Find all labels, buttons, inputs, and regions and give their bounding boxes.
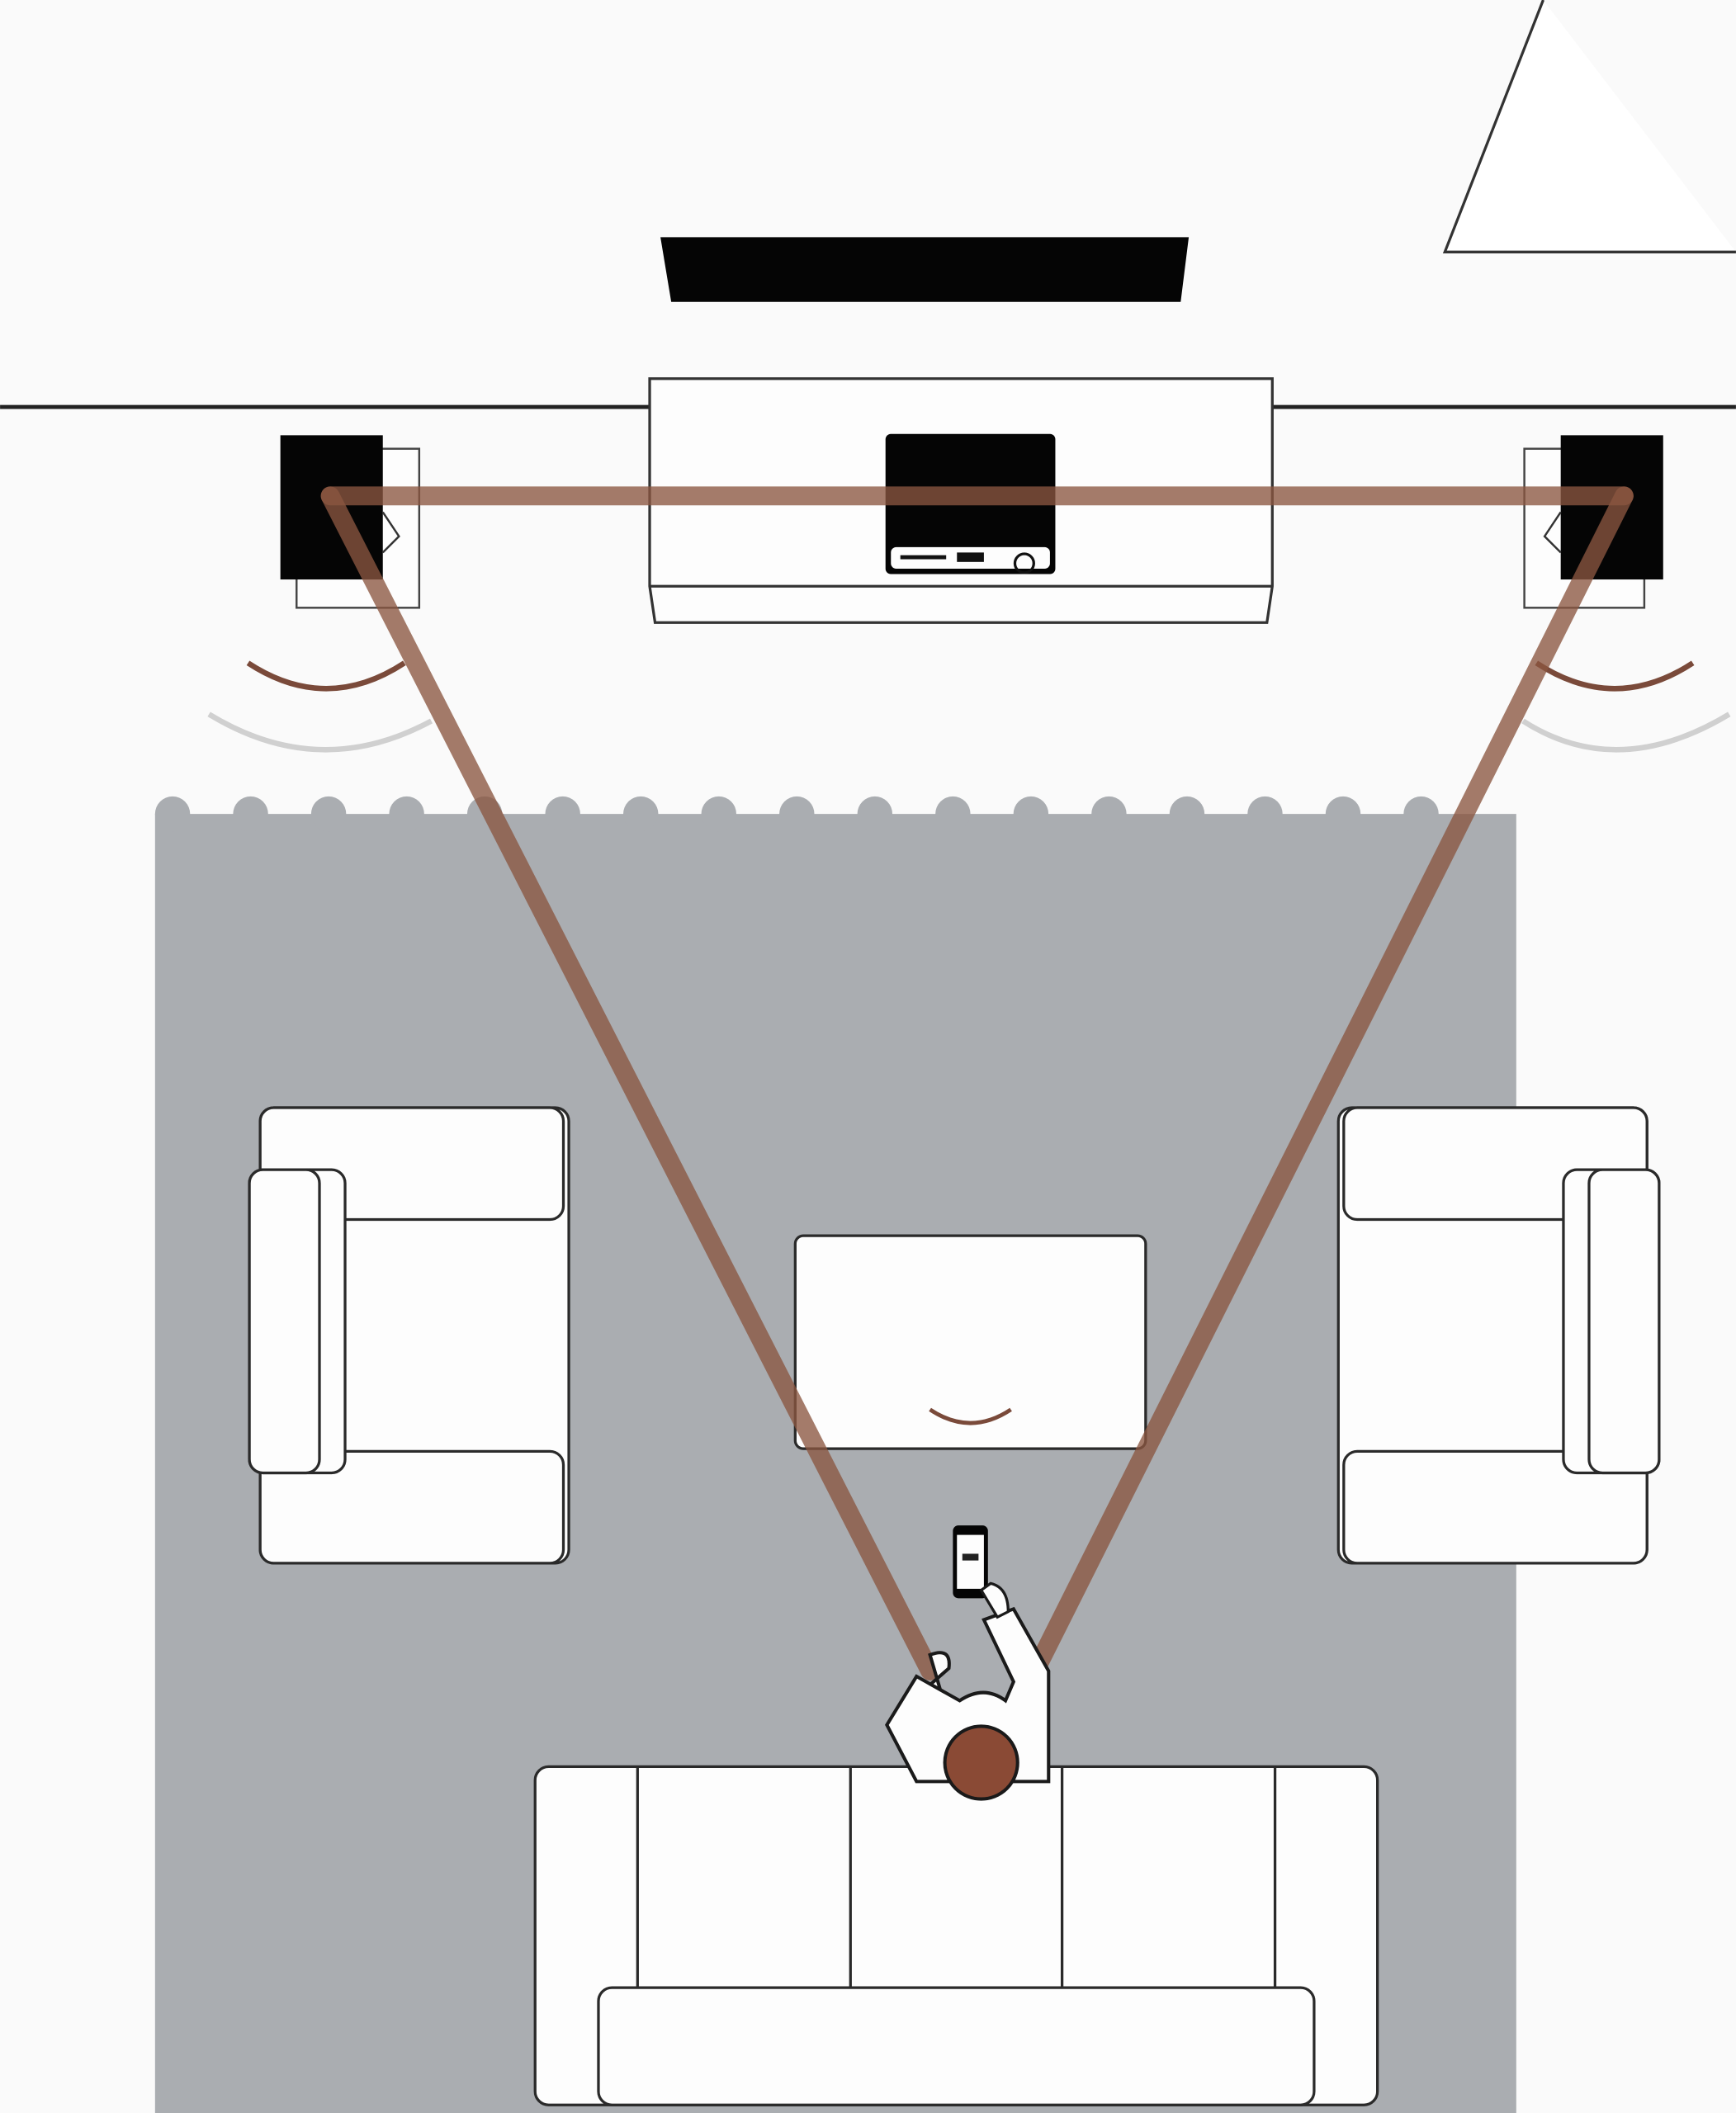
door-outline xyxy=(1442,0,1736,253)
listening-triangle xyxy=(320,486,1634,1680)
rug-fringe-bump xyxy=(701,796,736,832)
smartphone-icon xyxy=(953,1525,1010,1619)
rug-fringe-bump xyxy=(1247,796,1283,832)
rug-fringe-bump xyxy=(1325,796,1361,832)
rug-fringe-bump xyxy=(623,796,659,832)
triangle-edge-right xyxy=(1025,486,1634,1680)
sofa xyxy=(533,1765,1379,2106)
sound-wave-right-near xyxy=(1535,660,1695,692)
rug-fringe-bump xyxy=(935,796,971,832)
rug-fringe-bump xyxy=(310,796,347,832)
rug-fringe-bump xyxy=(154,796,191,832)
rug-fringe-bump xyxy=(1169,796,1205,832)
tv-icon xyxy=(660,237,1190,302)
rug-fringe-bump xyxy=(545,796,580,832)
armchair-right xyxy=(1336,1106,1661,1565)
triangle-edge-left xyxy=(320,486,940,1680)
sound-wave-left-far xyxy=(207,711,433,753)
rug-fringe-bump xyxy=(779,796,815,832)
armchair-left xyxy=(248,1106,570,1565)
listener xyxy=(885,1606,1051,1801)
rug-fringe-bump xyxy=(857,796,893,832)
rug-fringe-bump xyxy=(389,796,424,832)
sound-wave-right-far xyxy=(1521,711,1731,753)
left-speaker-icon xyxy=(280,435,421,609)
sound-wave-left-near xyxy=(246,660,406,692)
rug-fringe-bump xyxy=(1013,796,1049,832)
rug-fringe-bump xyxy=(1091,796,1127,832)
rug-fringe-bump xyxy=(1403,796,1439,832)
right-speaker-icon xyxy=(1523,435,1663,609)
coffee-table xyxy=(793,1234,1147,1450)
rug-fringe-bump xyxy=(233,796,268,832)
listener-head xyxy=(943,1724,1019,1801)
